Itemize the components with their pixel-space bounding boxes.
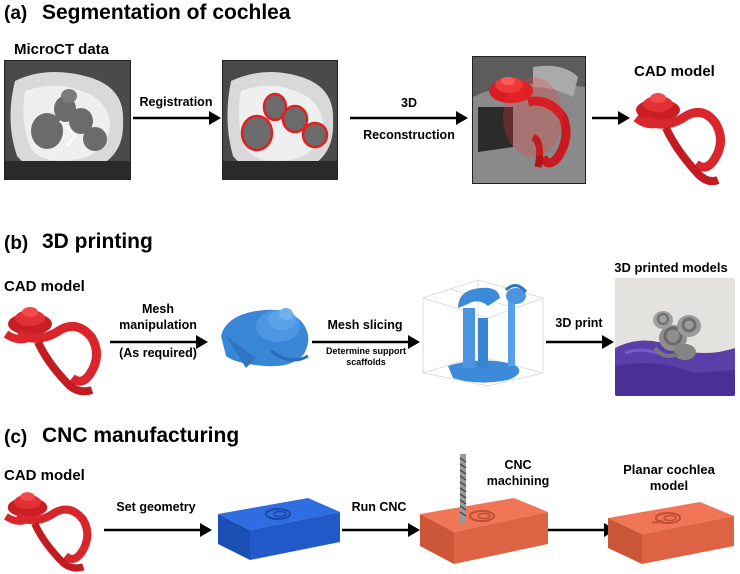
cad-model-label-c: CAD model bbox=[4, 467, 85, 484]
sliced-model-with-scaffolds bbox=[421, 279, 545, 387]
arrow-3d-print bbox=[546, 335, 614, 349]
blue-stock-block bbox=[218, 498, 340, 560]
cnc-label: CNC bbox=[504, 458, 532, 472]
mesh-label: Mesh bbox=[142, 302, 174, 316]
arrow-3d-reconstruction bbox=[350, 111, 468, 125]
cad-model-label-b: CAD model bbox=[4, 278, 85, 295]
registration-label: Registration bbox=[139, 95, 213, 109]
cnc-machining-block bbox=[420, 454, 548, 564]
cad-cochlea-model-a bbox=[633, 93, 725, 186]
planar-cochlea-block bbox=[608, 502, 734, 564]
section-b-title: 3D printing bbox=[42, 230, 153, 253]
arrow-run-cnc bbox=[342, 523, 420, 537]
3d-label: 3D bbox=[401, 96, 417, 110]
scaffolds-label: scaffolds bbox=[346, 357, 386, 367]
set-geometry-label: Set geometry bbox=[116, 500, 196, 514]
machining-label: machining bbox=[486, 474, 550, 488]
cad-cochlea-model-b bbox=[3, 307, 101, 396]
run-cnc-label: Run CNC bbox=[351, 500, 407, 514]
microct-data-label: MicroCT data bbox=[14, 41, 110, 58]
3d-printed-models-label: 3D printed models bbox=[614, 260, 728, 275]
as-required-label: (As required) bbox=[119, 346, 197, 360]
reconstruction-image bbox=[472, 56, 586, 184]
cad-model-label-a: CAD model bbox=[634, 63, 715, 80]
manipulated-cochlea-model bbox=[221, 308, 309, 368]
cad-cochlea-model-c bbox=[3, 492, 92, 572]
planar-cochlea-label: Planar cochlea bbox=[623, 462, 715, 477]
mesh-slicing-label: Mesh slicing bbox=[327, 318, 403, 332]
section-c-title: CNC manufacturing bbox=[42, 424, 240, 447]
arrow-registration bbox=[133, 111, 221, 125]
arrow-mesh-slicing bbox=[312, 335, 420, 349]
reconstruction-label: Reconstruction bbox=[363, 128, 455, 142]
3d-print-label: 3D print bbox=[555, 316, 603, 330]
arrow-mesh-manipulation bbox=[110, 335, 208, 349]
section-a-letter: (a) bbox=[4, 3, 28, 24]
determine-support-label: Determine support bbox=[325, 346, 406, 356]
section-a-title: Segmentation of cochlea bbox=[42, 1, 291, 24]
arrow-set-geometry bbox=[104, 523, 212, 537]
printed-models-photo bbox=[615, 278, 735, 396]
manipulation-label: manipulation bbox=[119, 318, 197, 332]
section-b-letter: (b) bbox=[4, 233, 29, 254]
microct-image bbox=[4, 60, 131, 180]
model-label: model bbox=[649, 478, 689, 493]
arrow-to-cad bbox=[592, 111, 630, 125]
section-c-letter: (c) bbox=[4, 427, 28, 448]
segmented-image bbox=[222, 60, 338, 180]
